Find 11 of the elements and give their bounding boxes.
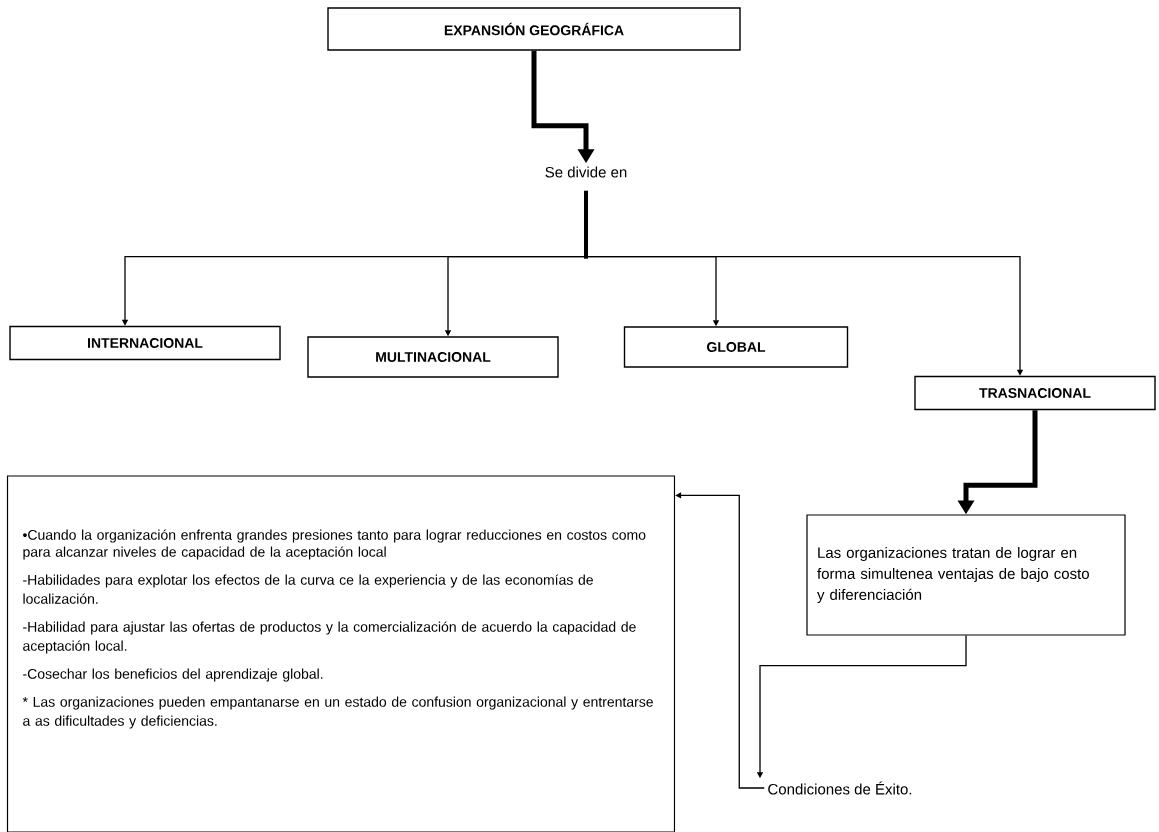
text-box: EXPANSIÓN GEOGRÁFICA: [327, 7, 741, 51]
text-box: GLOBAL: [623, 326, 849, 368]
text-label: Condiciones de Éxito.: [768, 781, 912, 795]
text-label: Se divide en: [545, 166, 627, 178]
text-box: INTERNACIONAL: [9, 325, 281, 361]
text-box: TRASNACIONAL: [914, 375, 1156, 411]
text-box: Las organizaciones tratan de lograr en forma simultenea ventajas de bajo costo y diferenciación: [806, 514, 1126, 636]
arrow: [675, 492, 765, 789]
text-box: MULTINACIONAL: [307, 336, 559, 378]
connector-line: [584, 190, 588, 259]
text-box: •Cuando la organización enfrenta grandes presiones tanto para lograr reducciones en costos como para alcanzar niveles de capacidad de la aceptación local -Habilidades para explotar los efectos de la curva ce la experiencia y de las economías de localización. -Habilidad para ajustar las ofertas de productos y la comercialización de acuerdo la capacidad de aceptación local. -Cosechar los beneficios del aprendizaje global. * Las organizaciones pueden empantanarse en un estado de confusion organizacional y entrentarse a as dificultades y deficiencias.: [6, 475, 676, 832]
